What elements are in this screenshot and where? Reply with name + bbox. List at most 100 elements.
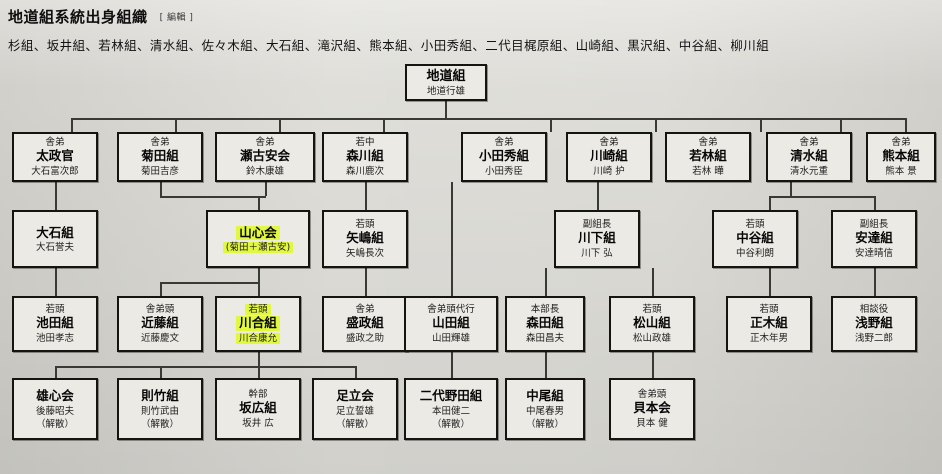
connector: [874, 268, 876, 296]
connector: [652, 268, 654, 296]
node-r3c8[interactable]: 若頭 正木組 正木年男: [726, 296, 812, 352]
node-person: 森田昌夫: [525, 332, 564, 344]
connector: [71, 118, 73, 132]
node-r2c8[interactable]: 副組長 安達組 安達晴信: [831, 210, 917, 268]
node-r3c9[interactable]: 相談役 浅野組 浅野二郎: [831, 296, 917, 352]
connector: [545, 268, 547, 296]
connector: [365, 182, 367, 210]
node-name: 川崎組: [590, 148, 628, 164]
node-note: （解散）: [335, 418, 374, 430]
node-r3c6[interactable]: 本部長 森田組 森田昌夫: [505, 296, 585, 352]
node-name: 足立会: [336, 387, 374, 403]
node-role: 舎弟: [45, 136, 65, 148]
connector: [55, 366, 355, 368]
node-name: 太政官: [36, 148, 74, 164]
node-r4c7[interactable]: 舎弟頭 貝本会 貝本 健: [609, 378, 695, 440]
node-r4c2[interactable]: 則竹組 則竹武由 （解散）: [117, 378, 203, 440]
connector: [175, 118, 177, 132]
node-name: 二代野田組: [419, 387, 483, 403]
connector: [550, 118, 552, 132]
node-role: 若頭: [759, 303, 779, 315]
node-name: 則竹組: [141, 387, 179, 403]
node-role: 舎弟: [799, 136, 819, 148]
node-name: 山田組: [432, 315, 470, 331]
connector: [258, 268, 260, 282]
node-person: 坂井 広: [242, 417, 274, 429]
node-note: （解散）: [35, 418, 74, 430]
node-r1c6[interactable]: 舎弟 川崎組 川崎 护: [566, 132, 652, 182]
node-person: 大石富次郎: [31, 165, 79, 177]
edit-link[interactable]: [ 編輯 ]: [159, 13, 194, 23]
node-r4c3[interactable]: 幹部 坂広組 坂井 広: [215, 378, 301, 440]
node-r2c7[interactable]: 若頭 中谷組 中谷利朗: [712, 210, 798, 268]
node-r3c5[interactable]: 舎弟頭代行 山田組 山田輝雄: [404, 296, 498, 352]
connector: [55, 366, 57, 378]
connector: [655, 118, 657, 132]
page-title: 地道組系統出身組織: [8, 8, 148, 26]
node-r2c3[interactable]: 山心会 (菊田＋瀬古安): [206, 210, 310, 268]
node-r1c3[interactable]: 舎弟 瀬古安会 鈴木康雄: [215, 132, 315, 182]
node-role: 若中: [355, 136, 375, 148]
node-person: 川下 弘: [581, 247, 613, 259]
node-name: 森田組: [526, 315, 564, 331]
node-person: 中尾春男: [525, 405, 564, 417]
node-person: 正木年男: [749, 332, 788, 344]
node-r3c3[interactable]: 若頭 川合組 川合康允: [215, 296, 301, 352]
connector: [451, 352, 453, 378]
connector: [258, 196, 260, 210]
connector: [451, 182, 453, 296]
node-role: 若頭: [245, 303, 271, 316]
node-name: 貝本会: [633, 400, 671, 416]
node-r3c4[interactable]: 舎弟 盛政組 盛政之助: [322, 296, 408, 352]
node-r3c7[interactable]: 若頭 松山組 松山政雄: [609, 296, 695, 352]
connector: [760, 118, 762, 132]
node-role: 舎弟: [891, 136, 911, 148]
node-r1c4[interactable]: 若中 森川組 森川鹿次: [322, 132, 408, 182]
node-name: 若林組: [689, 148, 727, 164]
node-name: 川下組: [578, 230, 616, 246]
node-r1c8[interactable]: 舎弟 清水組 清水元重: [766, 132, 852, 182]
node-r2c1[interactable]: 大石組 大石誉夫: [12, 210, 98, 268]
node-r4c5[interactable]: 二代野田組 本田健二 （解散）: [404, 378, 498, 440]
node-r1c5[interactable]: 舎弟 小田秀組 小田秀臣: [461, 132, 547, 182]
connector: [258, 352, 260, 366]
node-name: 雄心会: [36, 387, 74, 403]
node-person: 若林 曄: [692, 165, 724, 177]
node-r4c1[interactable]: 雄心会 後藤昭夫 （解散）: [12, 378, 98, 440]
org-name-list: 杉組、坂井組、若林組、清水組、佐々木組、大石組、滝沢組、熊本組、小田秀組、二代目…: [8, 38, 770, 53]
connector: [258, 366, 260, 378]
connector: [160, 366, 162, 378]
node-name: 川合組: [236, 315, 280, 331]
node-role: 若頭: [745, 218, 765, 230]
node-role: 舎弟: [599, 136, 619, 148]
node-r2c6[interactable]: 副組長 川下組 川下 弘: [554, 210, 640, 268]
node-r1c9[interactable]: 舎弟 熊本組 熊本 景: [866, 132, 936, 182]
node-role: 副組長: [582, 218, 612, 230]
node-person: 則竹武由: [140, 405, 179, 417]
node-r3c1[interactable]: 若頭 池田組 池田孝志: [12, 296, 98, 352]
node-person: 本田健二: [431, 405, 470, 417]
node-name: 浅野組: [855, 315, 893, 331]
node-r4c6[interactable]: 中尾組 中尾春男 （解散）: [505, 378, 585, 440]
node-r2c4[interactable]: 若頭 矢嶋組 矢嶋長次: [322, 210, 408, 268]
connector: [383, 118, 385, 132]
node-r1c2[interactable]: 舎弟 菊田組 菊田吉彦: [117, 132, 203, 182]
node-r4c4[interactable]: 足立会 足立誓雄 （解散）: [312, 378, 398, 440]
node-root[interactable]: 地道組 地道行雄: [405, 64, 487, 101]
node-name: 中谷組: [736, 230, 774, 246]
connector: [769, 196, 874, 198]
node-r3c2[interactable]: 舎弟頭 近藤組 近藤慶文: [117, 296, 203, 352]
node-role: 本部長: [530, 303, 560, 315]
node-role: 舎弟: [698, 136, 718, 148]
connector: [71, 118, 905, 120]
connector: [355, 366, 357, 378]
node-person: 中谷利朗: [735, 247, 774, 259]
node-r1c7[interactable]: 舎弟 若林組 若林 曄: [665, 132, 751, 182]
node-role: 相談役: [859, 303, 889, 315]
node-role: 若頭: [45, 303, 65, 315]
node-r1c1[interactable]: 舎弟 太政官 大石富次郎: [12, 132, 98, 182]
node-note: （解散）: [525, 418, 564, 430]
node-name: 瀬古安会: [239, 148, 290, 164]
node-name: 大石組: [36, 224, 74, 240]
